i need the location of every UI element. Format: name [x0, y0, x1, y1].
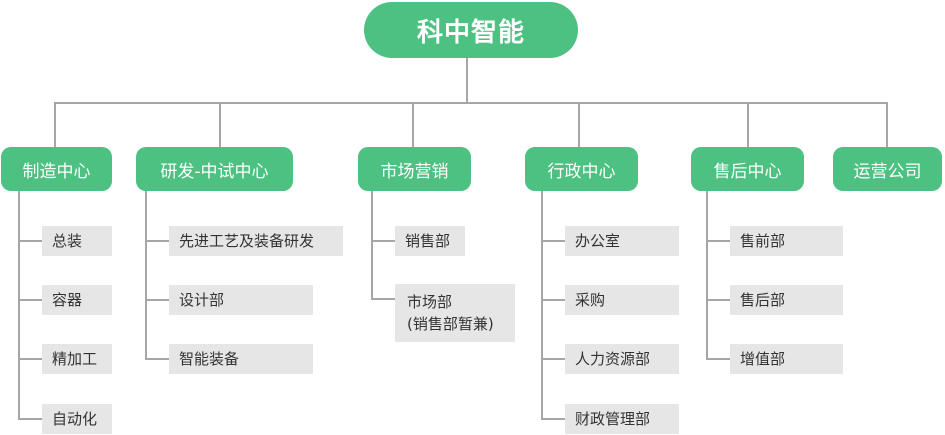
sub-item: 精加工 [42, 344, 112, 374]
dept-after-sales: 售后中心 [691, 147, 804, 191]
drop-dept-2 [219, 102, 221, 147]
tick [18, 418, 42, 420]
spine-dept-3 [371, 191, 373, 300]
root-node: 科中智能 [364, 2, 578, 58]
dept-manufacturing: 制造中心 [1, 147, 112, 191]
sub-item: 财政管理部 [565, 404, 679, 434]
sub-item: 采购 [565, 285, 679, 315]
dept-rnd-pilot: 研发-中试中心 [136, 147, 293, 191]
sub-item: 增值部 [730, 344, 843, 374]
sub-item: 总装 [42, 226, 112, 256]
spine-dept-5 [706, 191, 708, 359]
drop-dept-1 [54, 102, 56, 147]
drop-dept-3 [412, 102, 414, 147]
sub-item: 人力资源部 [565, 344, 679, 374]
tick [18, 240, 42, 242]
sub-item: 自动化 [42, 404, 112, 434]
sub-item: 售后部 [730, 285, 843, 315]
drop-dept-6 [886, 102, 888, 147]
root-connector [466, 58, 468, 103]
sub-item: 销售部 [395, 226, 465, 256]
tick [541, 358, 565, 360]
tick [706, 299, 730, 301]
sub-item: 售前部 [730, 226, 843, 256]
sub-item: 设计部 [169, 285, 313, 315]
tick [541, 240, 565, 242]
sub-item: 容器 [42, 285, 112, 315]
tick [541, 418, 565, 420]
spine-dept-4 [541, 191, 543, 420]
sub-item: 智能装备 [169, 344, 313, 374]
spine-dept-2 [145, 191, 147, 359]
sub-item: 先进工艺及装备研发 [169, 226, 343, 256]
dept-administration: 行政中心 [525, 147, 638, 191]
spine-dept-1 [18, 191, 20, 420]
dept-operations: 运营公司 [833, 147, 942, 191]
tick [706, 240, 730, 242]
tick [541, 299, 565, 301]
horizontal-bus [54, 102, 888, 104]
sub-item: 办公室 [565, 226, 679, 256]
tick [371, 298, 395, 300]
tick [145, 299, 169, 301]
sub-item: 市场部 (销售部暂兼) [395, 284, 515, 342]
tick [18, 299, 42, 301]
dept-marketing: 市场营销 [358, 147, 471, 191]
tick [371, 240, 395, 242]
drop-dept-5 [747, 102, 749, 147]
tick [18, 358, 42, 360]
tick [145, 358, 169, 360]
tick [706, 358, 730, 360]
tick [145, 240, 169, 242]
drop-dept-4 [578, 102, 580, 147]
